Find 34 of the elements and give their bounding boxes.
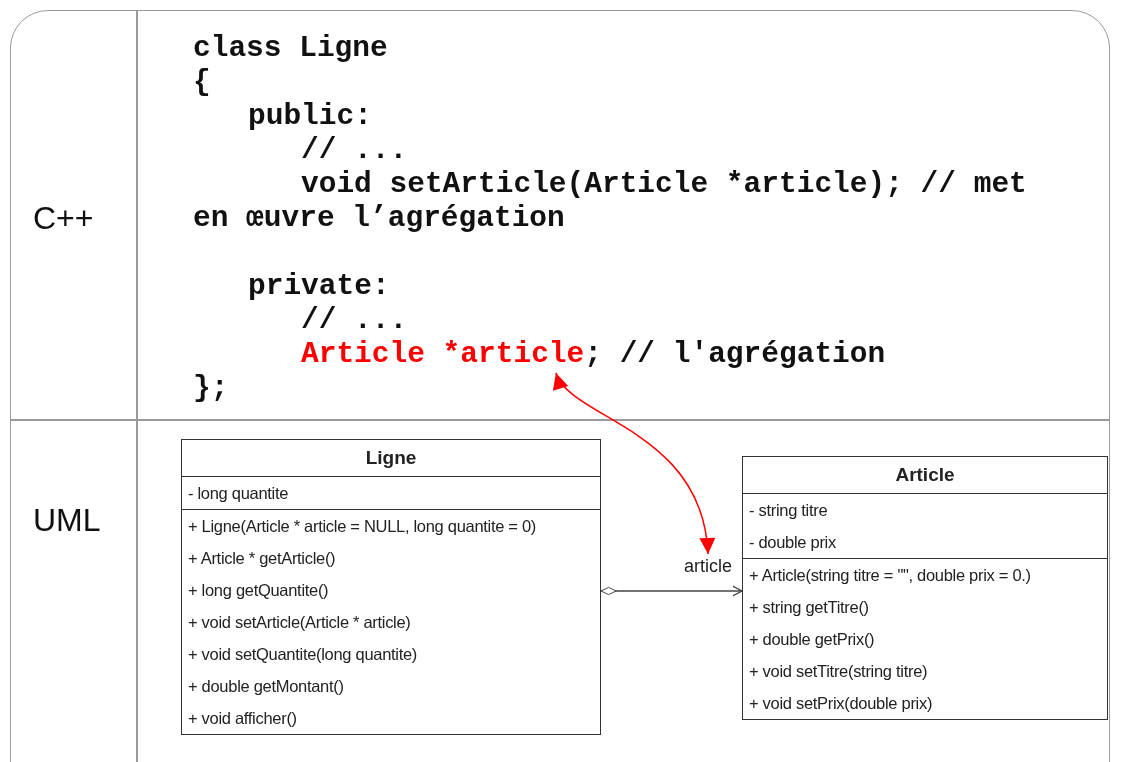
code-line: ; // l'agrégation: [584, 337, 886, 371]
class-name: Ligne: [364, 446, 418, 470]
row-header: C++: [33, 200, 94, 237]
code-line: {: [193, 65, 211, 99]
code-line: // ...: [301, 303, 408, 337]
code-line: void setArticle(Article *article); // met en œuvre l’agrégation: [193, 167, 1028, 235]
method-text: + void setQuantite(long quantite): [187, 644, 419, 665]
class-box: [742, 456, 1108, 720]
role-label: article: [684, 556, 732, 577]
method-text: + Ligne(Article * article = NULL, long quantite = 0): [182, 509, 600, 542]
attribute-text: - string titre: [743, 493, 1107, 526]
class-name: Article: [894, 463, 956, 487]
code-line: };: [193, 371, 229, 405]
method-text: + void setPrix(double prix): [748, 693, 934, 714]
method-text: + Article(string titre = "", double prix = 0.): [743, 558, 1107, 591]
highlighted-code: Article *article: [301, 337, 585, 371]
method-text: + void afficher(): [187, 708, 298, 729]
method-text: + string getTitre(): [748, 597, 870, 618]
code-line: // ...: [301, 133, 408, 167]
method-text: + void setTitre(string titre): [748, 661, 929, 682]
method-text: + double getMontant(): [187, 676, 345, 697]
attribute-text: - long quantite: [182, 476, 600, 509]
method-text: + void setArticle(Article * article): [187, 612, 412, 633]
method-text: + Article * getArticle(): [187, 548, 337, 569]
code-line: public:: [248, 99, 372, 133]
code-line: class Ligne: [193, 31, 388, 65]
code-line: private:: [248, 269, 390, 303]
double-arrow: [555, 372, 714, 555]
class-box: [181, 439, 601, 735]
row-header: UML: [33, 502, 101, 539]
aggregation-arrow: [600, 585, 743, 597]
method-text: + double getPrix(): [748, 629, 876, 650]
method-text: + long getQuantite(): [187, 580, 330, 601]
attribute-text: - double prix: [748, 532, 837, 553]
